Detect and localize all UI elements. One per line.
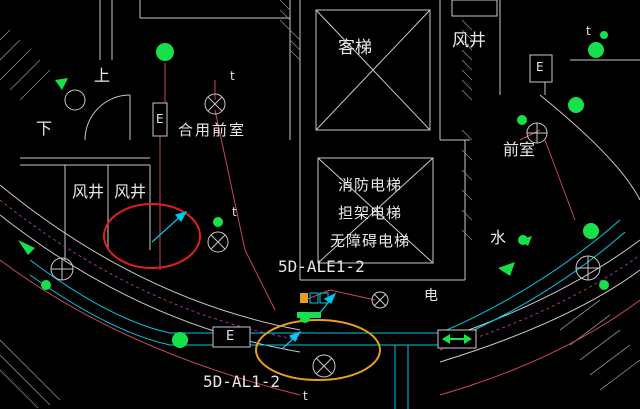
smoke-detector-icon[interactable] bbox=[297, 292, 329, 318]
circuit-wiring bbox=[159, 63, 576, 311]
highlight-ellipse-orange[interactable] bbox=[255, 319, 381, 381]
lamp-t-label-1: t bbox=[230, 69, 235, 83]
electric-symbol-label: 电 bbox=[424, 288, 438, 304]
fire-elevator-label-3: 无障碍电梯 bbox=[330, 232, 411, 250]
down-arrow-label: 下 bbox=[36, 119, 53, 138]
lamp-t-label-2: t bbox=[232, 205, 237, 219]
panel-e-label-1: E bbox=[156, 112, 164, 126]
up-arrow-label: 上 bbox=[94, 66, 111, 85]
evacuation-arrow-icon bbox=[18, 78, 532, 276]
fire-elevator-label-2: 担架电梯 bbox=[338, 204, 403, 222]
highlight-ellipse-red[interactable] bbox=[103, 203, 201, 269]
shaft-left-1-label: 风井 bbox=[72, 182, 105, 201]
double-arrow-exit-icon[interactable] bbox=[437, 329, 477, 349]
shared-lobby-label: 合用前室 bbox=[178, 121, 247, 139]
circuit-label-al[interactable]: 5D-AL1-2 bbox=[203, 372, 281, 391]
distribution-panel-icon[interactable] bbox=[152, 54, 553, 348]
lamp-t-label-4: t bbox=[586, 24, 591, 38]
shaft-left-2-label: 风井 bbox=[114, 182, 147, 201]
circuit-label-ale[interactable]: 5D-ALE1-2 bbox=[278, 257, 365, 276]
lamp-t-label-3: t bbox=[303, 389, 308, 403]
light-fixture-icon[interactable] bbox=[50, 89, 601, 378]
panel-e-label-3: E bbox=[536, 60, 544, 74]
wall-layer bbox=[20, 0, 640, 281]
passenger-elevator-label: 客梯 bbox=[338, 38, 372, 58]
lobby-right-label: 前室 bbox=[503, 140, 536, 159]
water-symbol-label: 水 bbox=[490, 228, 507, 247]
panel-e-label-2: E bbox=[226, 329, 235, 344]
fire-elevator-label-1: 消防电梯 bbox=[338, 176, 403, 194]
shaft-top-right-label: 风井 bbox=[452, 31, 486, 51]
